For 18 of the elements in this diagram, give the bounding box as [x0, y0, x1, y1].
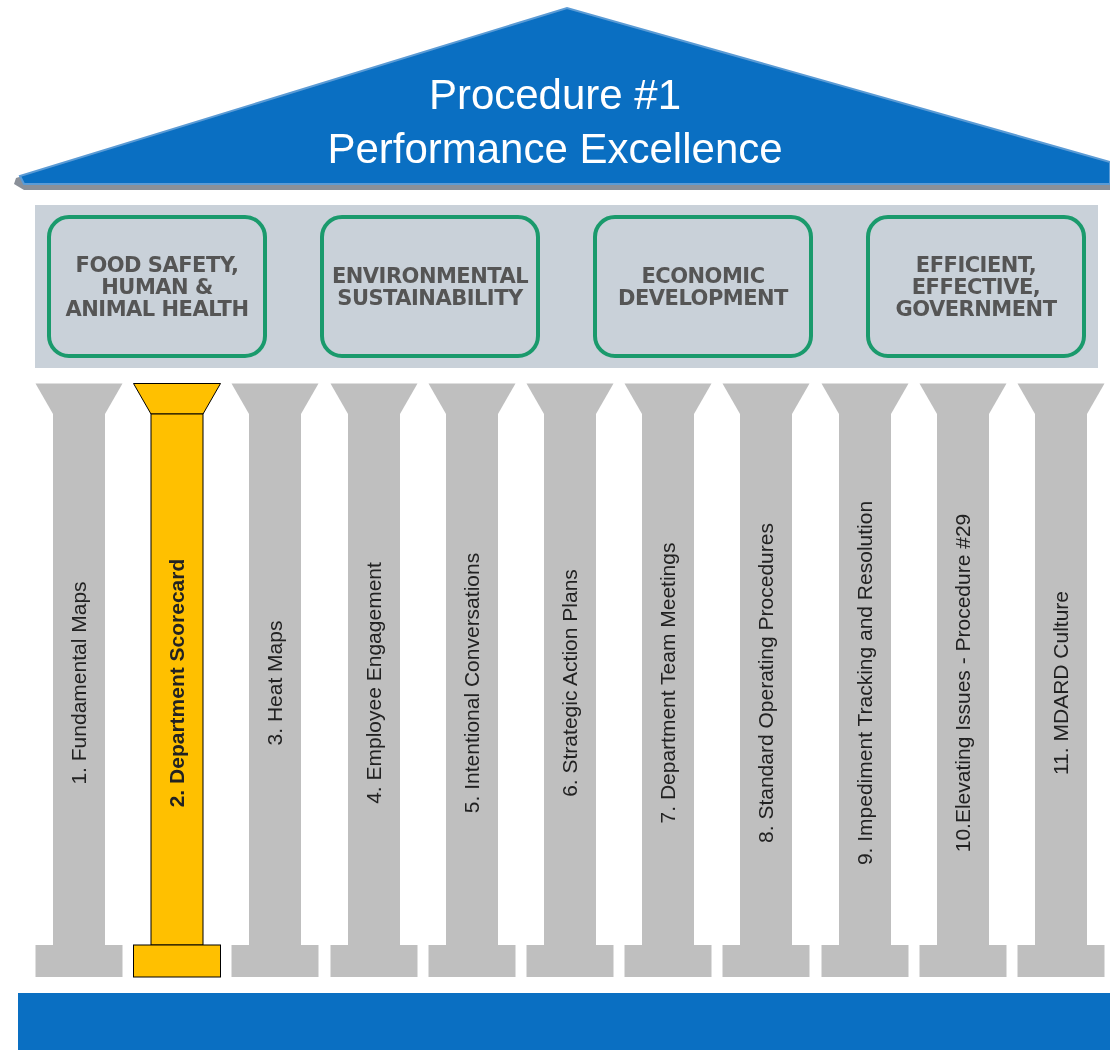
pillar-label: 11. MDARD Culture: [1049, 591, 1073, 775]
category-card: ENVIRONMENTAL SUSTAINABILITY: [320, 215, 540, 358]
roof-title: Procedure #1 Performance Excellence: [326, 70, 784, 174]
category-card: FOOD SAFETY, HUMAN & ANIMAL HEALTH: [47, 215, 267, 358]
panel-background: [35, 205, 1098, 368]
category-card: EFFICIENT, EFFECTIVE, GOVERNMENT: [866, 215, 1086, 358]
pillar-label: 7. Department Team Meetings: [656, 542, 681, 824]
base-bar: [18, 993, 1110, 1050]
pillar-label: 4. Employee Engagement: [361, 562, 386, 804]
pillar-label: 8. Standard Operating Procedures: [754, 523, 779, 843]
pillar-label: 6. Strategic Action Plans: [558, 569, 582, 797]
pillar-label: 1. Fundamental Maps: [67, 581, 91, 785]
category-card: ECONOMIC DEVELOPMENT: [593, 215, 813, 358]
pillar-label: 9. Impediment Tracking and Resolution: [852, 500, 877, 866]
pillar-label: 5. Intentional Conversations: [459, 552, 484, 814]
pillar-label: 10.Elevating Issues - Procedure #29: [950, 513, 975, 853]
pillar-label: 2. Department Scorecard: [165, 558, 190, 808]
pillar-label: 3. Heat Maps: [263, 620, 288, 746]
